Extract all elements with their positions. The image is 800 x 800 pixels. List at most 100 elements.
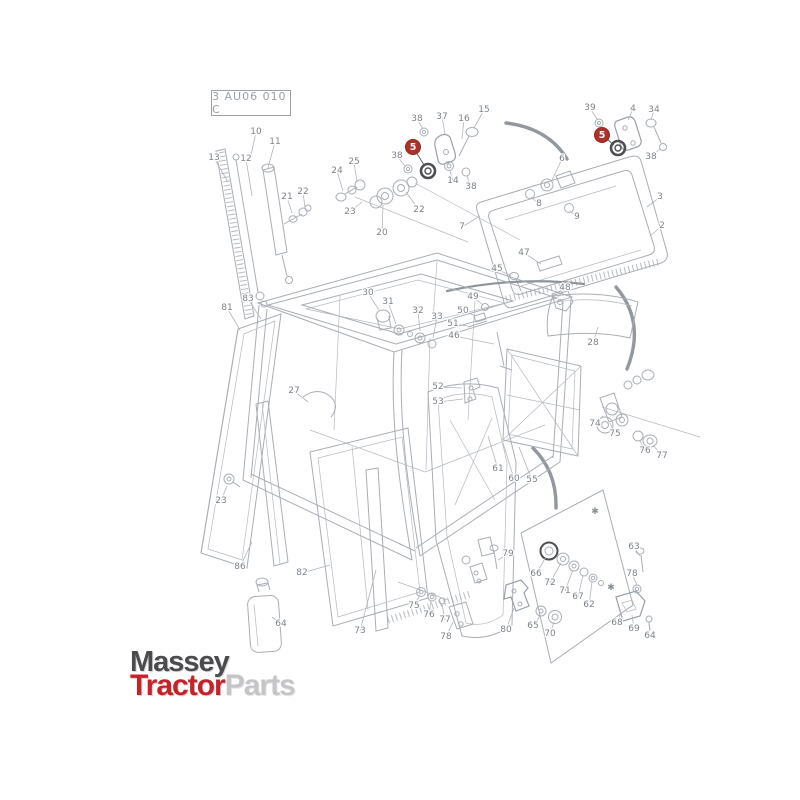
logo-tractor: Tractor [130, 669, 226, 702]
part-label-60: 60 [508, 474, 520, 484]
part-label-66: 66 [530, 569, 542, 579]
part-label-6: 6 [559, 154, 565, 164]
part-label-67: 67 [572, 592, 583, 602]
part-label-32: 32 [412, 306, 423, 316]
drawing-reference-label: 3 AU06 010 C [212, 90, 287, 116]
part-label-46: 46 [448, 331, 460, 341]
part-label-11: 11 [269, 137, 280, 147]
part-label-7: 7 [459, 222, 465, 232]
windscreen-struts [215, 148, 293, 320]
part-label-64: 64 [644, 631, 656, 641]
part-label-38: 38 [411, 114, 423, 124]
brand-logo: Massey TractorParts [130, 646, 296, 702]
part-label-76: 76 [423, 610, 435, 620]
part-label-49: 49 [467, 292, 479, 302]
part-label-86: 86 [234, 562, 246, 572]
part-label-30: 30 [362, 288, 374, 298]
part-label-14: 14 [447, 176, 459, 186]
part-label-22: 22 [297, 187, 308, 197]
vent-duct [302, 391, 336, 418]
part-label-65: 65 [527, 621, 538, 631]
part-label-73: 73 [354, 626, 365, 636]
highlighted-part-marker [594, 127, 610, 143]
part-label-75: 75 [408, 601, 419, 611]
drawing-reference-box: 3 AU06 010 C [211, 90, 291, 116]
lower-hinge-hardware [397, 562, 488, 630]
washer-bottle [247, 577, 282, 653]
part-label-13: 13 [208, 153, 219, 163]
part-label-2: 2 [659, 221, 665, 231]
highlighted-part-marker [405, 139, 421, 155]
part-label-68: 68 [611, 618, 623, 628]
part-label-75: 75 [609, 429, 620, 439]
part-label-27: 27 [288, 386, 299, 396]
part-label-34: 34 [648, 105, 660, 115]
part-label-33: 33 [431, 312, 442, 322]
part-label-61: 61 [492, 464, 503, 474]
highlighted-part-number: 5 [599, 130, 606, 141]
part-label-22: 22 [413, 205, 424, 215]
part-label-63: 63 [628, 542, 639, 552]
part-label-23: 23 [215, 496, 226, 506]
part-label-39: 39 [584, 103, 596, 113]
part-label-79: 79 [502, 549, 514, 559]
part-label-12: 12 [240, 154, 251, 164]
right-door-hinges [596, 369, 701, 448]
star-mark: ✱ [591, 507, 599, 517]
left-door-frame [255, 400, 289, 567]
part-label-78: 78 [626, 569, 638, 579]
windscreen-glass [200, 313, 282, 569]
part-label-21: 21 [281, 192, 292, 202]
part-label-72: 72 [544, 578, 555, 588]
part-label-55: 55 [526, 475, 537, 485]
part-label-77: 77 [656, 451, 667, 461]
part-label-50: 50 [457, 306, 469, 316]
motion-arrows [445, 121, 637, 510]
door-assembly [365, 383, 517, 639]
logo-parts: Parts [224, 669, 296, 702]
logo-massey: Massey [130, 646, 230, 678]
part-label-45: 45 [491, 264, 502, 274]
part-label-74: 74 [589, 419, 601, 429]
roof-hardware [375, 309, 437, 349]
part-label-23: 23 [344, 207, 355, 217]
door-knob [223, 473, 241, 488]
part-label-82: 82 [296, 568, 307, 578]
part-label-38: 38 [645, 152, 657, 162]
mudguard-panel [546, 293, 639, 339]
part-label-24: 24 [331, 166, 343, 176]
rear-window-assembly [476, 155, 668, 309]
star-mark: ✱ [607, 583, 615, 593]
part-label-37: 37 [436, 112, 447, 122]
part-label-77: 77 [439, 615, 450, 625]
cab-frame [242, 252, 574, 624]
part-label-78: 78 [440, 632, 452, 642]
upper-hinge-hardware [283, 127, 521, 243]
part-label-8: 8 [536, 199, 542, 209]
part-label-71: 71 [559, 586, 570, 596]
part-label-64: 64 [275, 619, 287, 629]
part-label-38: 38 [465, 182, 477, 192]
right-roof-hardware [463, 288, 574, 404]
side-window-xbrace [502, 348, 582, 457]
part-label-10: 10 [250, 127, 262, 137]
part-label-25: 25 [348, 157, 359, 167]
part-label-47: 47 [518, 248, 529, 258]
highlighted-part-number: 5 [410, 142, 417, 153]
part-label-38: 38 [391, 151, 403, 161]
part-label-81: 81 [221, 303, 232, 313]
part-label-62: 62 [583, 600, 594, 610]
hardware-sheet [489, 489, 653, 664]
part-label-53: 53 [432, 397, 443, 407]
part-label-83: 83 [242, 294, 253, 304]
part-label-3: 3 [657, 192, 663, 202]
part-label-9: 9 [574, 212, 580, 222]
part-label-52: 52 [432, 382, 443, 392]
part-label-70: 70 [544, 629, 556, 639]
part-label-31: 31 [382, 297, 393, 307]
top-right-bracket [594, 116, 667, 157]
part-label-51: 51 [447, 319, 458, 329]
